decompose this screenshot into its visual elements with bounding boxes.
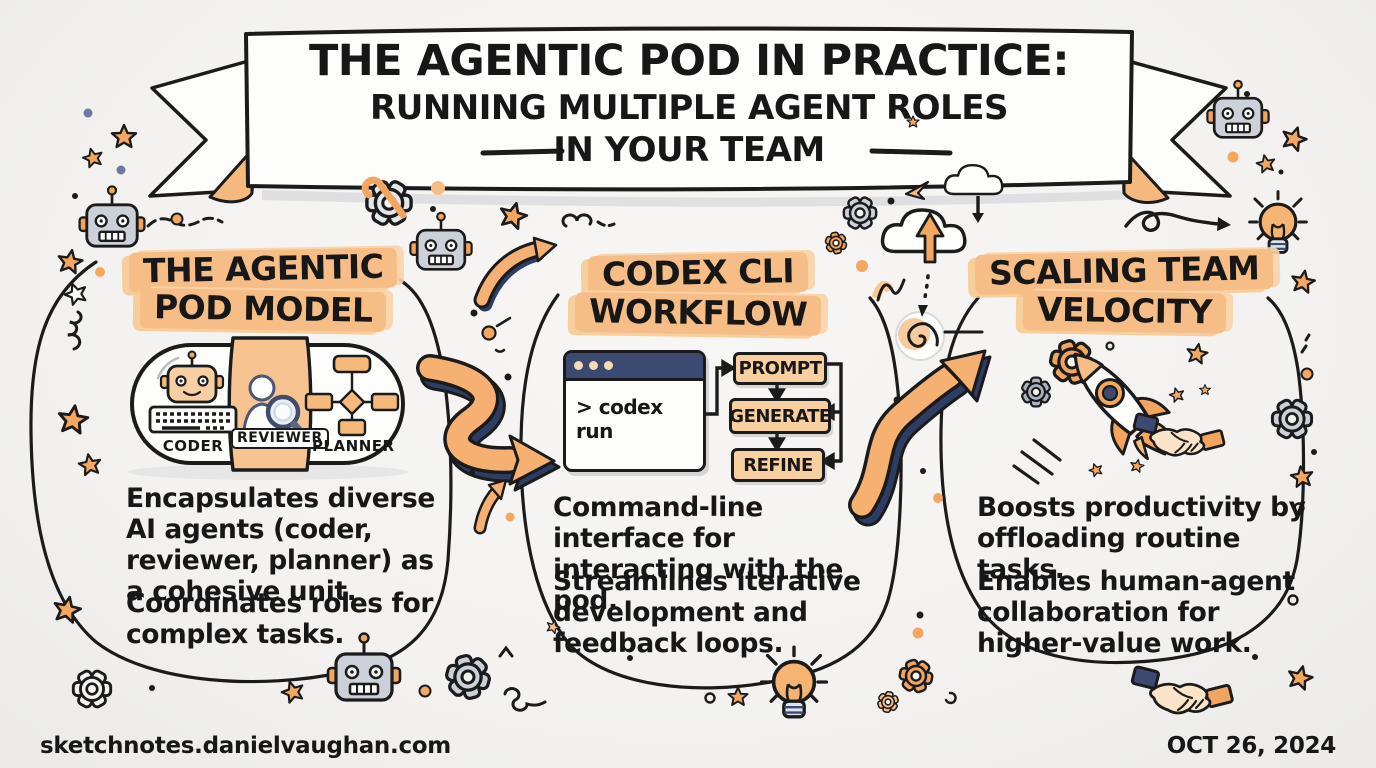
heading-highlight: POD MODEL <box>139 287 387 332</box>
pod-model-paragraph-1: Encapsulates diverse AI agents (coder, r… <box>126 483 435 607</box>
robot-icon <box>78 184 146 248</box>
flow-box-prompt: PROMPT <box>733 352 827 385</box>
dotted-down-arrow <box>918 274 930 317</box>
pod-model-paragraph-2: Coordinates roles for complex tasks. <box>126 588 434 650</box>
small-curved-arrow-up <box>473 236 558 312</box>
terminal-command: > codex run <box>576 395 663 443</box>
scaling-paragraph-1: Boosts productivity by offloading routin… <box>977 492 1306 585</box>
gear-icon <box>440 648 496 706</box>
handshake-icon <box>1130 664 1235 715</box>
gear-icon <box>1014 370 1058 414</box>
banner-title-line2: RUNNING MULTIPLE AGENT ROLES <box>370 88 1008 128</box>
panel-heading-codex-cli: CODEX CLI WORKFLOW <box>488 251 908 336</box>
loop-arrow <box>1124 210 1231 232</box>
gear-icon <box>895 655 937 697</box>
cli-to-scaling-arrow <box>848 349 992 527</box>
role-label-planner: PLANNER <box>312 437 395 455</box>
planner-flowchart-icon <box>304 354 400 437</box>
gear-wrench-icon <box>361 176 413 228</box>
title-flourish-dashes <box>480 148 953 156</box>
gear-icon <box>71 668 113 710</box>
pod-to-cli-arrow <box>416 354 561 492</box>
cloud-download-icon <box>943 163 1004 223</box>
heading-highlight: CODEX CLI <box>587 251 809 297</box>
panel-border-scaling <box>939 296 1306 665</box>
terminal-titlebar <box>566 353 703 381</box>
title-banner-ribbon <box>148 26 1232 207</box>
terminal-window: > codex run <box>563 350 706 472</box>
footer-site-url: sketchnotes.danielvaughan.com <box>40 733 451 759</box>
heading-highlight: WORKFLOW <box>574 291 822 336</box>
scaling-paragraph-2: Enables human-agent collaboration for hi… <box>977 566 1295 659</box>
swirl-icon <box>871 278 906 302</box>
gear-icon <box>1270 397 1314 441</box>
flow-box-generate: GENERATE <box>729 398 831 434</box>
gear-icon <box>872 686 904 718</box>
role-label-reviewer: REVIEWER <box>231 428 329 449</box>
banner-title-line1: THE AGENTIC POD IN PRACTICE: <box>308 36 1070 86</box>
spiral-icon <box>895 311 984 361</box>
panel-heading-scaling: SCALING TEAM VELOCITY <box>914 248 1334 334</box>
window-button-icon <box>574 361 583 370</box>
banner-title-line3: IN YOUR TEAM <box>553 130 825 170</box>
rocket-icon <box>1012 352 1173 485</box>
pod-capsule <box>128 336 408 480</box>
panel-heading-pod-model: THE AGENTIC POD MODEL <box>53 247 473 332</box>
codex-cli-paragraph-1: Command-line interface for interacting w… <box>553 492 843 616</box>
cloud-upload-icon <box>880 208 967 264</box>
footer-date: OCT 26, 2024 <box>1166 733 1337 759</box>
codex-cli-paragraph-2: Streamlines iterative development and fe… <box>553 566 861 659</box>
doodle-dots <box>72 91 1317 704</box>
magnifier-icon <box>265 394 312 444</box>
heading-highlight: SCALING TEAM <box>974 248 1274 295</box>
window-button-icon <box>589 361 598 370</box>
heading-highlight: VELOCITY <box>1022 290 1226 334</box>
heading-highlight: THE AGENTIC <box>128 247 398 293</box>
window-button-icon <box>604 361 613 370</box>
flow-box-refine: REFINE <box>731 448 825 482</box>
paper-plane-icon <box>904 180 930 201</box>
gear-icon <box>842 194 878 232</box>
coder-keyboard-icon <box>148 405 238 434</box>
role-label-coder: CODER <box>162 437 224 455</box>
doodle-squiggles <box>67 213 1311 712</box>
lightbulb-icon <box>1248 189 1308 255</box>
gear-icon <box>821 228 851 258</box>
coder-robot-icon <box>159 350 225 404</box>
small-arrow-up <box>473 478 508 535</box>
